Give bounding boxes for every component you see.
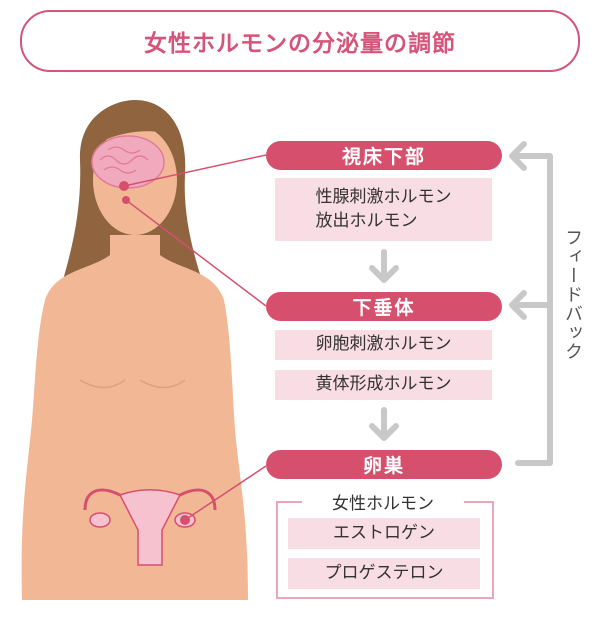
ovary-dot <box>180 515 190 525</box>
female-hormone-group <box>276 501 494 599</box>
stage-ovary: 卵巣 <box>266 450 502 479</box>
hormone-gnrh: 性腺刺激ホルモン 放出ホルモン <box>275 178 492 241</box>
hormone-estrogen: エストロゲン <box>288 518 480 549</box>
stage-pituitary: 下垂体 <box>266 292 502 321</box>
hormone-fsh: 卵胞刺激ホルモン <box>275 330 492 360</box>
uterus <box>83 488 217 566</box>
body-silhouette <box>21 235 249 600</box>
group-label: 女性ホルモン <box>332 494 434 514</box>
down-arrow-icon <box>369 249 399 283</box>
group-border <box>464 501 492 503</box>
feedback-label: フィードバック <box>562 228 583 361</box>
hormone-progesterone: プロゲステロン <box>288 558 480 589</box>
down-arrow-icon <box>369 407 399 441</box>
stage-hypothalamus: 視床下部 <box>266 141 502 170</box>
pituitary-dot <box>122 196 130 204</box>
connector-lines <box>123 154 267 521</box>
page-title: 女性ホルモンの分泌量の調節 <box>20 10 580 72</box>
feedback-arrow-icon <box>509 141 553 466</box>
group-border <box>276 501 302 503</box>
hormone-lh: 黄体形成ホルモン <box>275 370 492 400</box>
hypothalamus-dot <box>119 181 129 191</box>
